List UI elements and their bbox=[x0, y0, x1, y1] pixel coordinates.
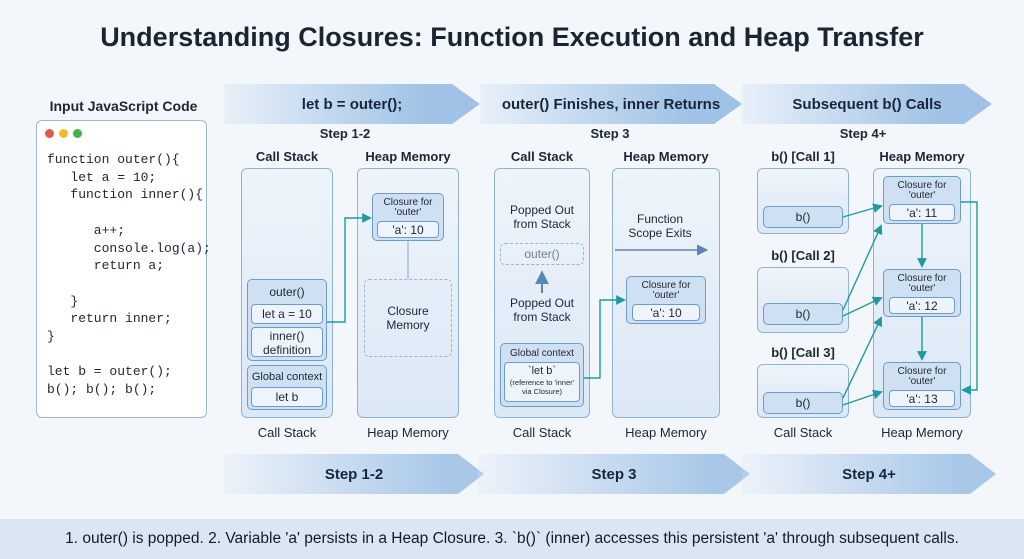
s1-let-b: let b bbox=[251, 387, 323, 407]
s2-heap-heading: Heap Memory bbox=[623, 149, 709, 164]
s1-global-context: Global context let b bbox=[247, 365, 327, 410]
code-panel: function outer(){ let a = 10; function i… bbox=[36, 120, 211, 418]
code-line: function outer(){ bbox=[47, 152, 180, 167]
s3-closure-1-title: Closure for 'outer' bbox=[897, 180, 947, 201]
s2-popped-top: Popped Out from Stack bbox=[509, 203, 575, 231]
s1-inner-definition: inner() definition bbox=[251, 327, 323, 357]
s1-outer-frame-label: outer() bbox=[269, 285, 305, 299]
s1-heap-footer: Heap Memory bbox=[367, 425, 449, 440]
s3-closure-2-value: 'a': 12 bbox=[889, 297, 955, 314]
s3-call1-label: b() [Call 1] bbox=[771, 149, 835, 164]
s2-stack-heading: Call Stack bbox=[510, 149, 574, 164]
code-line: } bbox=[47, 329, 55, 345]
s3-call3-to-c2 bbox=[842, 316, 883, 399]
s1-global-context-label: Global context bbox=[251, 371, 323, 383]
s3-heap-footer: Heap Memory bbox=[881, 425, 963, 440]
s1-heap-heading: Heap Memory bbox=[365, 149, 451, 164]
top-arrow-2: outer() Finishes, inner Returns bbox=[480, 84, 742, 124]
s2-stack-footer: Call Stack bbox=[512, 425, 572, 440]
s3-closure-2-title: Closure for 'outer' bbox=[897, 273, 947, 294]
s3-call1-frame: b() bbox=[763, 206, 843, 228]
s1-closure-value: 'a': 10 bbox=[377, 221, 439, 238]
code-line: return a; bbox=[47, 258, 165, 274]
window-dots bbox=[45, 129, 82, 138]
s2-heap-footer: Heap Memory bbox=[625, 425, 707, 440]
code-block: function outer(){ let a = 10; function i… bbox=[47, 151, 211, 399]
s3-closure-2: Closure for 'outer' 'a': 12 bbox=[883, 269, 961, 317]
s3-call2-label: b() [Call 2] bbox=[771, 248, 835, 263]
s1-closure-title: Closure for 'outer' bbox=[383, 197, 433, 218]
code-line: let b = outer(); bbox=[47, 364, 172, 380]
summary-caption: 1. outer() is popped. 2. Variable 'a' pe… bbox=[0, 519, 1024, 559]
top-arrow-1: let b = outer(); bbox=[224, 84, 480, 124]
s2-closure-box: Closure for 'outer' 'a': 10 bbox=[626, 276, 706, 324]
close-dot-icon bbox=[45, 129, 54, 138]
s3-call1-link bbox=[842, 203, 883, 218]
step-label-3: Step 4+ bbox=[839, 126, 887, 141]
s3-call2-to-c1 bbox=[842, 224, 883, 311]
s2-popped-frame: outer() bbox=[500, 243, 584, 265]
s2-popped-bottom: Popped Out from Stack bbox=[509, 296, 575, 324]
s2-closure-link bbox=[584, 295, 626, 379]
s3-closure-3-value: 'a': 13 bbox=[889, 390, 955, 407]
s2-closure-value: 'a': 10 bbox=[632, 304, 700, 321]
s1-stack-footer: Call Stack bbox=[257, 425, 317, 440]
code-line: let a = 10; bbox=[47, 169, 157, 185]
bottom-arrow-1: Step 1-2 bbox=[224, 454, 484, 494]
s2-scope-exit: Function Scope Exits bbox=[628, 212, 692, 240]
s1-closure-link bbox=[327, 213, 372, 323]
step-label-1: Step 1-2 bbox=[319, 126, 371, 141]
code-line: console.log(a); bbox=[47, 240, 211, 256]
s2-let-b-note: (reference to 'inner' via Closure) bbox=[509, 378, 575, 396]
code-line: function inner(){ bbox=[47, 187, 204, 203]
s3-closure-3: Closure for 'outer' 'a': 13 bbox=[883, 362, 961, 410]
s1-closure-box: Closure for 'outer' 'a': 10 bbox=[372, 193, 444, 241]
s3-call3-link bbox=[842, 389, 883, 406]
s3-loop bbox=[961, 201, 978, 395]
s1-closure-memory: Closure Memory bbox=[364, 279, 452, 357]
s3-call3-label: b() [Call 3] bbox=[771, 345, 835, 360]
s2-let-b-box: `let b` (reference to 'inner' via Closur… bbox=[504, 362, 580, 402]
s3-closure-3-title: Closure for 'outer' bbox=[897, 366, 947, 387]
minimize-dot-icon bbox=[59, 129, 68, 138]
page-title: Understanding Closures: Function Executi… bbox=[100, 22, 924, 52]
code-line: return inner; bbox=[47, 311, 172, 327]
s2-closure-title: Closure for 'outer' bbox=[641, 280, 691, 301]
maximize-dot-icon bbox=[73, 129, 82, 138]
top-arrow-3: Subsequent b() Calls bbox=[742, 84, 992, 124]
code-panel-heading: Input JavaScript Code bbox=[49, 98, 198, 114]
code-line: b(); b(); b(); bbox=[47, 382, 157, 398]
s1-let-a: let a = 10 bbox=[251, 304, 323, 324]
code-line: } bbox=[47, 293, 79, 309]
s3-call2-link bbox=[842, 296, 883, 317]
s3-closure-1-value: 'a': 11 bbox=[889, 204, 955, 221]
s3-call2-frame: b() bbox=[763, 303, 843, 325]
step-label-2: Step 3 bbox=[590, 126, 630, 141]
s2-global-context: Global context `let b` (reference to 'in… bbox=[500, 343, 584, 407]
s2-global-context-label: Global context bbox=[510, 348, 574, 359]
code-line: a++; bbox=[47, 222, 126, 238]
s1-stack-heading: Call Stack bbox=[255, 149, 319, 164]
s3-call3-frame: b() bbox=[763, 392, 843, 414]
s3-closure-1: Closure for 'outer' 'a': 11 bbox=[883, 176, 961, 224]
bottom-arrow-3: Step 4+ bbox=[742, 454, 996, 494]
s3-heap-heading: Heap Memory bbox=[879, 149, 965, 164]
bottom-arrow-2: Step 3 bbox=[478, 454, 750, 494]
s1-outer-frame: outer() let a = 10 inner() definition bbox=[247, 279, 327, 361]
s3-stack-footer: Call Stack bbox=[773, 425, 833, 440]
s2-let-b: `let b` bbox=[527, 365, 557, 377]
